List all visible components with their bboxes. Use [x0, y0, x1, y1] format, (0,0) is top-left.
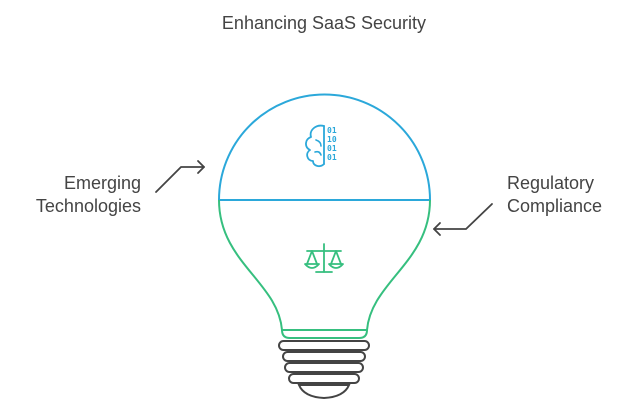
right-label-line2: Compliance — [507, 196, 602, 216]
brain-binary-icon: 01 10 01 01 — [305, 124, 337, 168]
binary-row: 01 — [327, 153, 337, 162]
bulb-base — [278, 340, 370, 400]
base-cap — [297, 384, 351, 400]
brain-fold — [314, 139, 322, 156]
base-thread — [284, 362, 364, 373]
right-arrow — [433, 203, 493, 236]
bulb-neck — [281, 329, 368, 339]
right-label-line1: Regulatory — [507, 173, 594, 193]
base-thread — [278, 340, 370, 351]
bulb-top-section — [218, 93, 431, 201]
base-thread — [288, 373, 360, 384]
left-label-line1: Emerging — [64, 173, 141, 193]
binary-row: 01 — [327, 126, 337, 135]
base-thread — [282, 351, 366, 362]
binary-row: 10 — [327, 135, 337, 144]
left-label-line2: Technologies — [36, 196, 141, 216]
scales-icon — [304, 243, 344, 273]
left-arrow — [155, 160, 205, 193]
bulb-bottom-section — [218, 199, 431, 331]
brain-outline — [305, 124, 325, 168]
binary-row: 01 — [327, 144, 337, 153]
diagram-title: Enhancing SaaS Security — [222, 13, 426, 33]
